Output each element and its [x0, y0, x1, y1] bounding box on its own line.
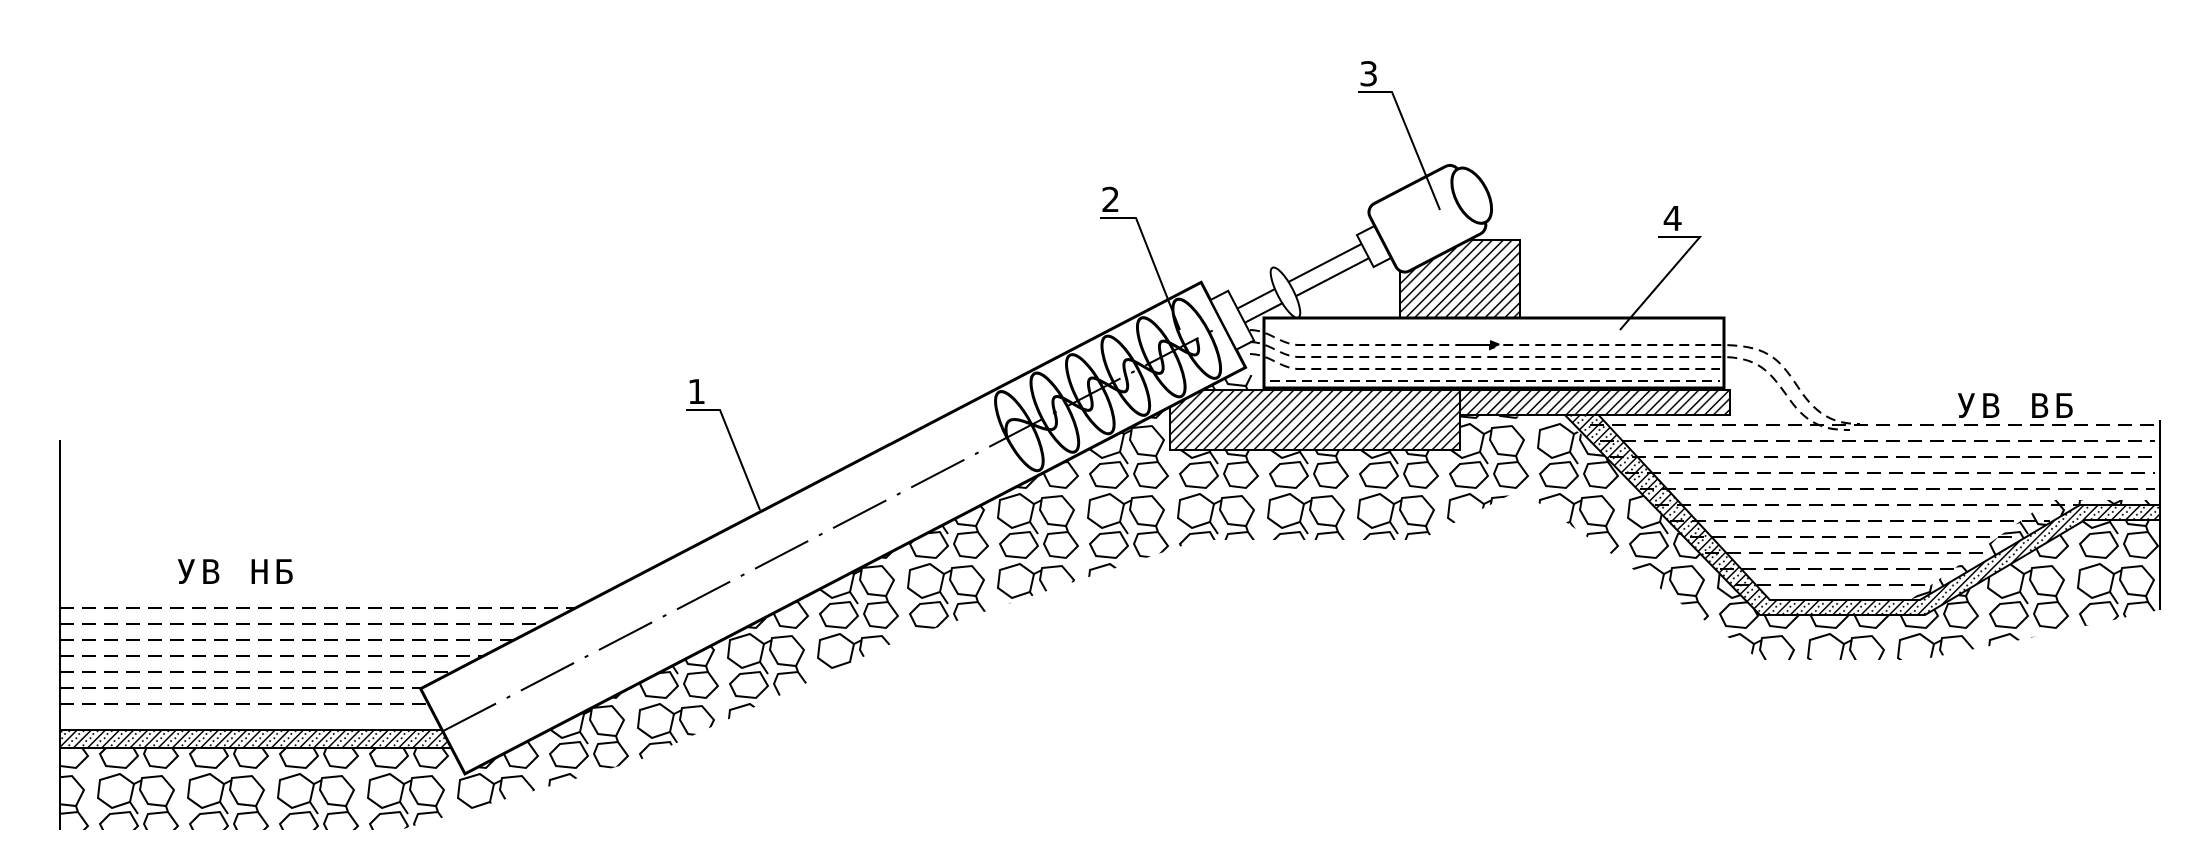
discharge-trough	[1262, 316, 1726, 390]
upper-water-level	[1590, 424, 2155, 586]
callout-label-3: 3	[1358, 55, 1380, 95]
callout-label-4: 4	[1662, 200, 1684, 240]
upper-water-level-label: УВ ВБ	[1956, 387, 2078, 427]
callout-leaders	[686, 91, 1703, 511]
trough-flow-lines	[1249, 329, 1861, 431]
foundation-block-main	[1169, 389, 1461, 451]
callout-label-1: 1	[686, 373, 708, 413]
screw-helix	[994, 297, 1223, 473]
lower-water-level-label: УВ НБ	[176, 553, 298, 593]
motor-end-cap	[1450, 166, 1494, 225]
bearing-flange	[1209, 289, 1256, 352]
screw-casing	[418, 163, 1494, 776]
callout-label-2: 2	[1100, 181, 1122, 221]
foundation-block-side	[1459, 389, 1731, 416]
